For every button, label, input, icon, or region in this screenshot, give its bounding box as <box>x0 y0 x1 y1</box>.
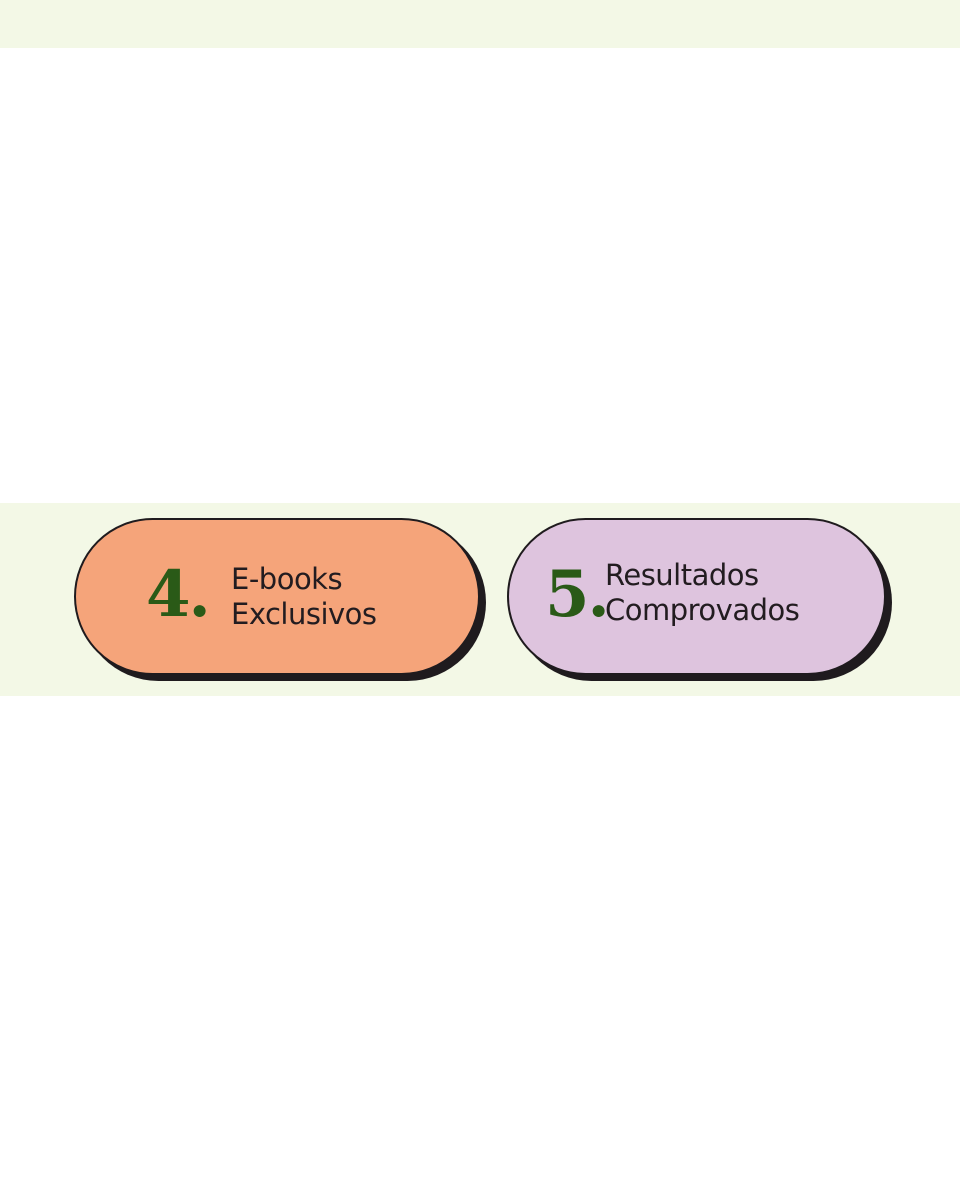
feature-number: 4. <box>146 557 211 632</box>
feature-label: E-books Exclusivos <box>231 562 377 632</box>
feature-label: Resultados Comprovados <box>605 558 800 628</box>
feature-number: 5. <box>545 557 610 632</box>
feature-label-line-1: Resultados <box>605 558 759 592</box>
feature-label-line-1: E-books <box>231 562 343 596</box>
feature-label-line-2: Comprovados <box>605 593 800 627</box>
feature-card-results: 5. Resultados Comprovados <box>507 518 886 675</box>
top-band <box>0 0 960 48</box>
feature-card-ebooks: 4. E-books Exclusivos <box>74 518 480 675</box>
feature-label-line-2: Exclusivos <box>231 597 377 631</box>
